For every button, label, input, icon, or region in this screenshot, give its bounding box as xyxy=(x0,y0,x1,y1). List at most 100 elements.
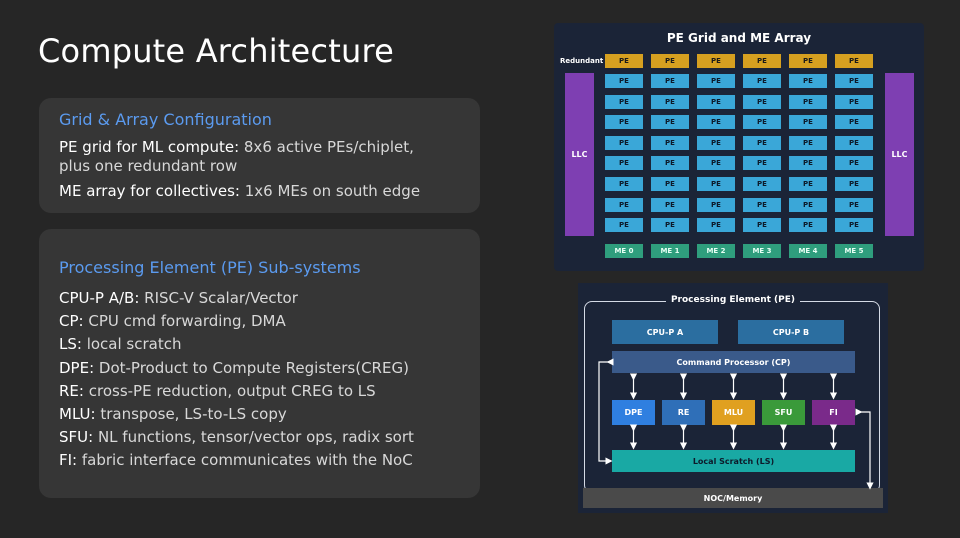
unit-block-mlu: MLU xyxy=(712,400,755,425)
pe-cell: PE xyxy=(789,74,827,88)
redundant-pe-cell: PE xyxy=(835,54,873,68)
pe-subsystem-desc: local scratch xyxy=(81,335,182,354)
me-cell: ME 3 xyxy=(743,244,781,258)
redundant-pe-cell: PE xyxy=(789,54,827,68)
pe-diagram-title-text: Processing Element (PE) xyxy=(665,295,801,305)
pe-subsystems-card: Processing Element (PE) Sub-systems CPU-… xyxy=(39,229,480,498)
pe-subsystem-label: CP: xyxy=(59,312,84,331)
pe-subsystem-label: LS: xyxy=(59,335,82,354)
pe-cell: PE xyxy=(835,197,873,212)
redundant-label: Redundant xyxy=(560,57,604,65)
llc-left: LLC xyxy=(565,73,594,236)
grid-config-card: Grid & Array Configuration PE grid for M… xyxy=(39,98,480,213)
pe-cell: PE xyxy=(789,177,827,191)
local-scratch-block: Local Scratch (LS) xyxy=(612,450,855,472)
pe-subsystem-label: CPU-P A/B: xyxy=(59,289,140,307)
pe-block-diagram: Processing Element (PE) CPU-P A CPU-P B … xyxy=(578,283,888,513)
pe-subsystem-label: FI: xyxy=(59,451,78,470)
pe-cell: PE xyxy=(697,74,735,88)
grid-config-heading: Grid & Array Configuration xyxy=(59,110,272,129)
pe-cell: PE xyxy=(835,94,873,109)
pe-cell: PE xyxy=(605,218,643,233)
cpu-p-b-block: CPU-P B xyxy=(738,320,844,344)
pe-cell: PE xyxy=(651,218,689,233)
pe-subsystem-desc: transpose, LS-to-LS copy xyxy=(95,405,287,423)
pe-subsystem-desc: fabric interface communicates with the N… xyxy=(77,451,413,470)
pe-cell: PE xyxy=(605,177,643,191)
me-array-line: ME array for collectives: 1x6 MEs on sou… xyxy=(59,182,420,201)
pe-subsystem-item: CPU-P A/B: RISC-V Scalar/Vector xyxy=(59,289,298,308)
redundant-pe-cell: PE xyxy=(743,54,781,68)
pe-cell: PE xyxy=(605,135,643,150)
me-array-label: ME array for collectives: xyxy=(59,182,240,200)
pe-grid-line: PE grid for ML compute: 8x6 active PEs/c… xyxy=(59,138,414,157)
pe-cell: PE xyxy=(605,115,643,130)
pe-cell: PE xyxy=(743,94,781,109)
unit-block-dpe: DPE xyxy=(612,400,655,425)
pe-subsystem-desc: RISC-V Scalar/Vector xyxy=(139,289,298,307)
pe-cell: PE xyxy=(835,177,873,191)
me-cell: ME 2 xyxy=(697,244,735,258)
pe-subsystems-heading: Processing Element (PE) Sub-systems xyxy=(59,258,361,277)
pe-cell: PE xyxy=(651,94,689,109)
pe-subsystem-item: LS: local scratch xyxy=(59,335,181,354)
slide-title: Compute Architecture xyxy=(38,32,394,70)
pe-cell: PE xyxy=(789,115,827,130)
pe-cell: PE xyxy=(789,135,827,150)
pe-cell: PE xyxy=(697,197,735,212)
pe-cell: PE xyxy=(789,197,827,212)
me-array-text: 1x6 MEs on south edge xyxy=(239,182,421,200)
pe-cell: PE xyxy=(835,115,873,130)
pe-grid-text: 8x6 active PEs/chiplet, xyxy=(239,138,414,156)
pe-cell: PE xyxy=(651,115,689,130)
pe-cell: PE xyxy=(697,218,735,233)
pe-subsystem-item: RE: cross-PE reduction, output CREG to L… xyxy=(59,382,376,401)
pe-cell: PE xyxy=(743,74,781,88)
pe-cell: PE xyxy=(743,177,781,191)
pe-grid-line-cont: plus one redundant row xyxy=(59,157,238,175)
pe-cell: PE xyxy=(743,156,781,171)
me-cell: ME 5 xyxy=(835,244,873,258)
me-cell: ME 4 xyxy=(789,244,827,258)
pe-subsystem-item: FI: fabric interface communicates with t… xyxy=(59,451,413,470)
pe-cell: PE xyxy=(605,156,643,171)
pe-cell: PE xyxy=(605,94,643,109)
me-cell: ME 0 xyxy=(605,244,643,258)
llc-right: LLC xyxy=(885,73,914,236)
pe-cell: PE xyxy=(697,135,735,150)
pe-cell: PE xyxy=(835,135,873,150)
pe-grid-diagram: PE Grid and ME Array Redundant LLC LLC P… xyxy=(554,23,924,271)
pe-cell: PE xyxy=(651,156,689,171)
pe-subsystem-label: RE: xyxy=(59,381,84,400)
pe-subsystem-item: MLU: transpose, LS-to-LS copy xyxy=(59,405,287,424)
pe-subsystem-label: DPE: xyxy=(59,358,95,377)
cp-ls-loop-arrow xyxy=(598,358,614,465)
grid-diagram-title: PE Grid and ME Array xyxy=(666,31,812,45)
unit-block-re: RE xyxy=(662,400,705,425)
cpu-p-a-block: CPU-P A xyxy=(612,320,718,344)
redundant-pe-cell: PE xyxy=(697,54,735,68)
pe-cell: PE xyxy=(789,156,827,171)
redundant-pe-cell: PE xyxy=(651,54,689,68)
pe-cell: PE xyxy=(743,197,781,212)
pe-subsystem-desc: cross-PE reduction, output CREG to LS xyxy=(83,381,376,400)
pe-cell: PE xyxy=(743,218,781,233)
unit-block-fi: FI xyxy=(812,400,855,425)
pe-cell: PE xyxy=(651,74,689,88)
pe-cell: PE xyxy=(835,156,873,171)
pe-subsystem-desc: NL functions, tensor/vector ops, radix s… xyxy=(93,428,414,447)
pe-cell: PE xyxy=(789,94,827,109)
pe-cell: PE xyxy=(789,218,827,233)
pe-cell: PE xyxy=(835,218,873,233)
pe-cell: PE xyxy=(743,115,781,130)
pe-cell: PE xyxy=(835,74,873,88)
pe-cell: PE xyxy=(651,177,689,191)
pe-cell: PE xyxy=(651,135,689,150)
noc-memory-block: NOC/Memory xyxy=(583,488,883,508)
pe-cell: PE xyxy=(697,94,735,109)
pe-diagram-title: Processing Element (PE) xyxy=(578,295,888,305)
pe-subsystem-label: MLU: xyxy=(59,405,96,423)
pe-cell: PE xyxy=(697,115,735,130)
pe-subsystem-item: DPE: Dot-Product to Compute Registers(CR… xyxy=(59,359,409,378)
pe-arrows xyxy=(598,358,874,490)
